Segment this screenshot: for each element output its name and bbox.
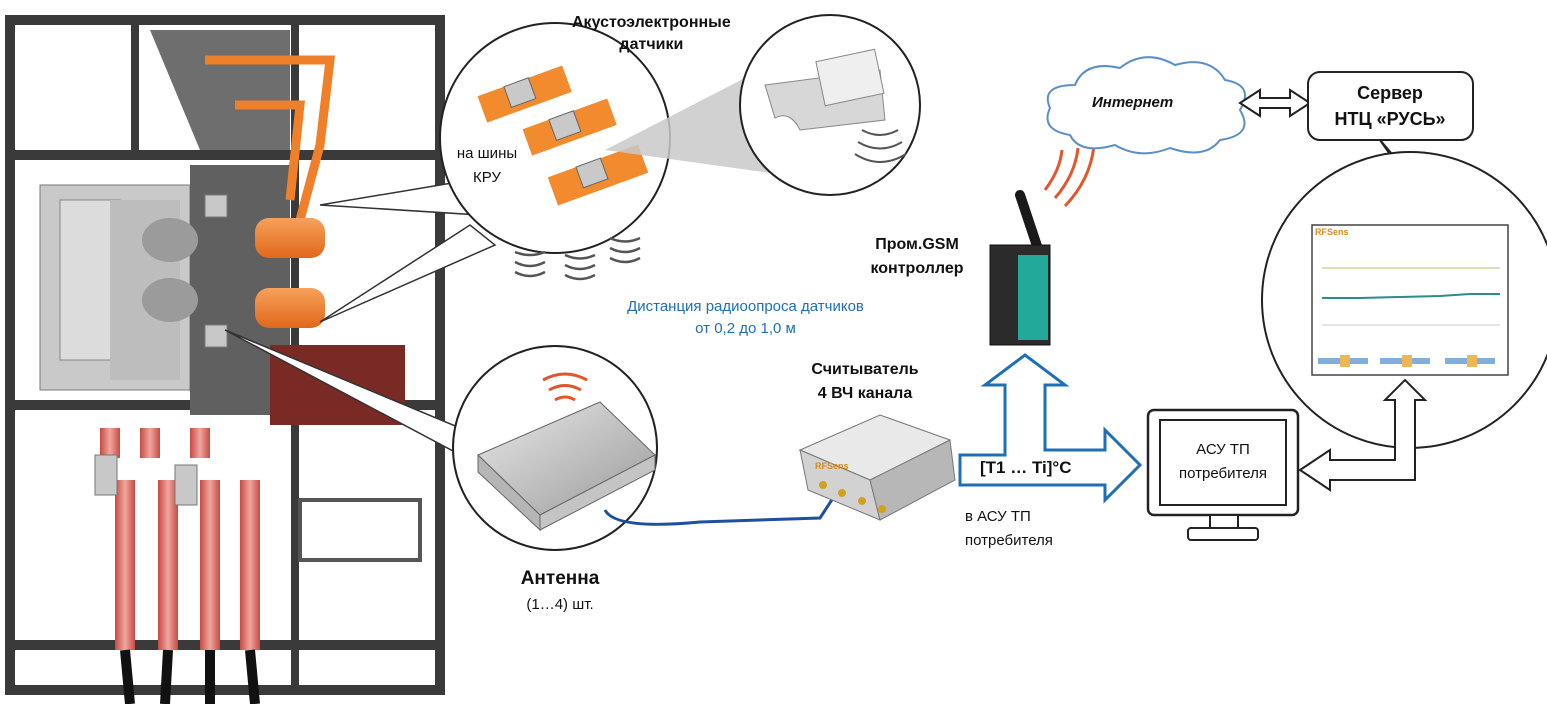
data-flow-arrows (958, 353, 1143, 504)
server-label: Сервер НТЦ «РУСЬ» (1310, 80, 1470, 132)
switchgear-cabinet (5, 15, 445, 705)
server-line2: НТЦ «РУСЬ» (1334, 109, 1446, 129)
antenna-label: Антенна (520, 568, 600, 589)
acs-server-arrow (1298, 378, 1428, 492)
sensors-callout (439, 22, 671, 254)
cloud-icon (1046, 56, 1246, 155)
acoustic-sensors-line1: Акустоэлектронные (572, 14, 731, 31)
acs-line1: АСУ ТП (1196, 441, 1250, 458)
screen-brand: RFSens (1315, 227, 1349, 237)
to-acs-line1: в АСУ ТП (965, 508, 1031, 525)
sensor-closeup-callout (739, 14, 921, 196)
busbar-line1: на шины (456, 145, 518, 162)
antenna-count-label: (1…4) шт. (526, 596, 594, 613)
server-icon (1307, 71, 1474, 141)
server-line1: Сервер (1357, 83, 1423, 103)
reader-label: Считыватель 4 ВЧ канала (790, 358, 940, 406)
reader-line1: Считыватель (811, 361, 919, 378)
temperature-range-label: [T1 … Ti]°C (980, 458, 1072, 477)
gsm-router-device (989, 145, 1096, 346)
internet-label: Интернет (1092, 94, 1174, 111)
gsm-line1: Пром.GSM (875, 236, 959, 253)
to-acs-label: в АСУ ТП потребителя (965, 505, 1053, 553)
acoustic-sensors-label: Акустоэлектронные датчики (572, 12, 731, 56)
busbar-line2: КРУ (473, 169, 501, 186)
gsm-line2: контроллер (870, 260, 964, 277)
to-acs-line2: потребителя (965, 532, 1053, 549)
reader-line2: 4 ВЧ канала (817, 385, 913, 402)
monitor-icon (1146, 408, 1300, 541)
antenna-cable (603, 494, 837, 526)
busbar-label: на шины КРУ (452, 142, 522, 190)
acs-label: АСУ ТП потребителя (1160, 438, 1286, 486)
callout-pointer-mid (319, 224, 497, 323)
distance-line1: Дистанция радиоопроса датчиков (627, 298, 864, 315)
sensor-radio-waves (514, 236, 641, 281)
reader-brand: RFSens (815, 461, 849, 471)
distance-line2: от 0,2 до 1,0 м (695, 320, 796, 337)
internet-server-arrow (1238, 88, 1312, 118)
distance-label: Дистанция радиоопроса датчиков от 0,2 до… (583, 296, 908, 340)
rf-reader-device (798, 414, 956, 521)
monitoring-screen-callout (1261, 151, 1547, 449)
gsm-controller-label: Пром.GSM контроллер (857, 233, 977, 281)
acoustic-sensors-line2: датчики (619, 36, 684, 53)
acs-line2: потребителя (1179, 465, 1267, 482)
antenna-callout (452, 345, 658, 551)
